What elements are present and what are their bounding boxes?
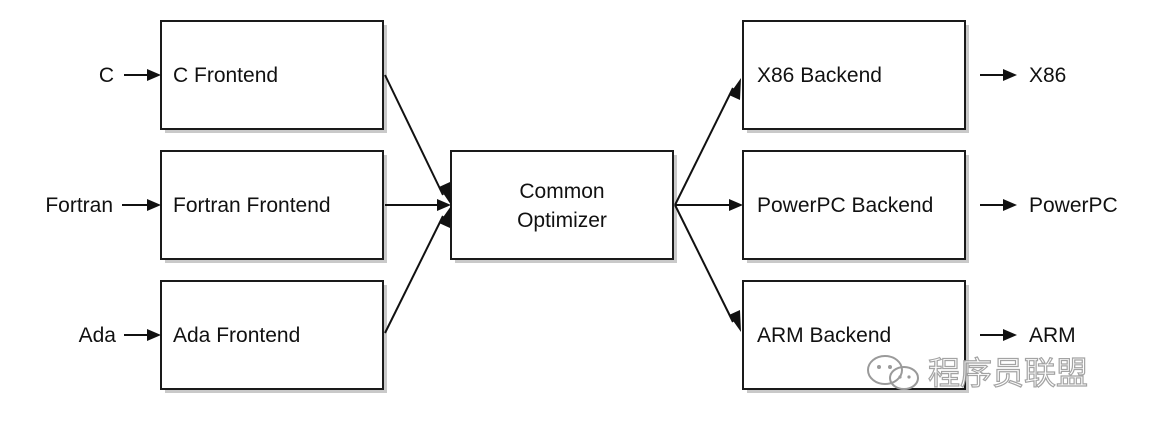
powerpc-output-arrowhead <box>1003 199 1017 211</box>
common-optimizer-box <box>450 150 674 260</box>
output-label-arm: ARM <box>1029 324 1076 347</box>
ada-to-optimizer-arrowhead <box>439 206 451 228</box>
input-label-ada: Ada <box>79 324 117 347</box>
arm-backend-box <box>742 280 966 390</box>
optimizer-label-line-2: Optimizer <box>517 209 607 232</box>
powerpc-backend-label: PowerPC Backend <box>757 194 933 217</box>
ada-input-arrowhead <box>147 329 161 341</box>
ada-frontend-label: Ada Frontend <box>173 324 300 347</box>
output-label-powerpc: PowerPC <box>1029 194 1118 217</box>
x86-output-arrowhead <box>1003 69 1017 81</box>
optimizer-to-x86-arrowhead <box>729 78 741 100</box>
watermark-text: 程序员联盟 <box>928 354 1088 392</box>
fortran-frontend-label: Fortran Frontend <box>173 194 331 217</box>
fortran-input-arrowhead <box>147 199 161 211</box>
optimizer-to-arm-arrowhead <box>729 310 741 332</box>
fortran-frontend-box <box>160 150 384 260</box>
optimizer-label-line-1: Common <box>519 180 604 203</box>
fortran-to-optimizer-arrowhead <box>437 199 451 211</box>
c-to-optimizer-arrow <box>384 74 444 196</box>
c-input-arrowhead <box>147 69 161 81</box>
c-to-optimizer-arrowhead <box>439 182 451 205</box>
c-frontend-label: C Frontend <box>173 64 278 87</box>
output-label-x86: X86 <box>1029 64 1066 87</box>
ada-frontend-box <box>160 280 384 390</box>
c-frontend-box <box>160 20 384 130</box>
x86-backend-label: X86 Backend <box>757 64 882 87</box>
input-label-c: C <box>99 64 114 87</box>
input-label-fortran: Fortran <box>45 194 113 217</box>
optimizer-to-powerpc-arrowhead <box>729 199 743 211</box>
optimizer-to-x86-arrow <box>674 87 734 206</box>
arm-backend-label: ARM Backend <box>757 324 891 347</box>
arm-output-arrowhead <box>1003 329 1017 341</box>
x86-backend-box <box>742 20 966 130</box>
powerpc-backend-box <box>742 150 966 260</box>
optimizer-to-arm-arrow <box>674 204 734 323</box>
wechat-logo-icon <box>867 355 919 390</box>
ada-to-optimizer-arrow <box>384 215 444 334</box>
